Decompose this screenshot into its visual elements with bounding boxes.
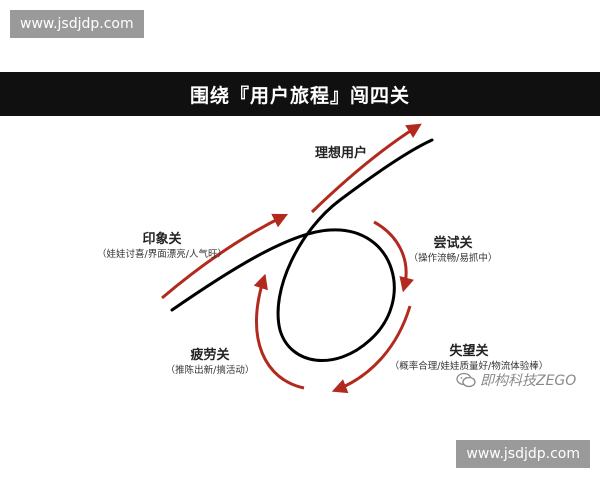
stage-disappoint-sub: （概率合理/娃娃质量好/物流体验棒） (389, 361, 549, 372)
stage-trial-title: 尝试关 (433, 236, 473, 251)
watermark-bottom: www.jsdjdp.com (456, 440, 590, 468)
watermark-top: www.jsdjdp.com (10, 10, 144, 38)
arrow-disappoint (331, 305, 412, 394)
stage-trial-sub: （操作流畅/易抓中） (408, 253, 498, 264)
stage-impression: 印象关 （娃娃讨喜/界面漂亮/人气旺） (62, 232, 262, 262)
stage-ideal: 理想用户 (298, 146, 384, 162)
arrow-ideal (310, 123, 422, 214)
arrow-fatigue (253, 273, 305, 390)
stage-disappoint: 失望关 （概率合理/娃娃质量好/物流体验棒） (374, 344, 564, 374)
stage-impression-sub: （娃娃讨喜/界面漂亮/人气旺） (97, 249, 227, 260)
stage-ideal-title: 理想用户 (314, 146, 367, 161)
stage-fatigue: 疲劳关 （推陈出新/搞活动） (152, 348, 268, 378)
journey-curve (170, 138, 434, 362)
brand-label: 即构科技ZEGO (480, 373, 577, 389)
stage-fatigue-sub: （推陈出新/搞活动） (165, 365, 255, 376)
brand-watermark: 即构科技ZEGO (456, 370, 576, 390)
arrow-trial (373, 220, 414, 293)
stage-impression-title: 印象关 (142, 232, 182, 247)
banner-title: 围绕『用户旅程』闯四关 (0, 72, 600, 116)
stage-trial: 尝试关 （操作流畅/易抓中） (398, 236, 508, 266)
stage-fatigue-title: 疲劳关 (190, 348, 230, 363)
arrow-impression (161, 213, 289, 300)
stage-disappoint-title: 失望关 (449, 344, 489, 359)
wechat-icon (456, 372, 476, 388)
